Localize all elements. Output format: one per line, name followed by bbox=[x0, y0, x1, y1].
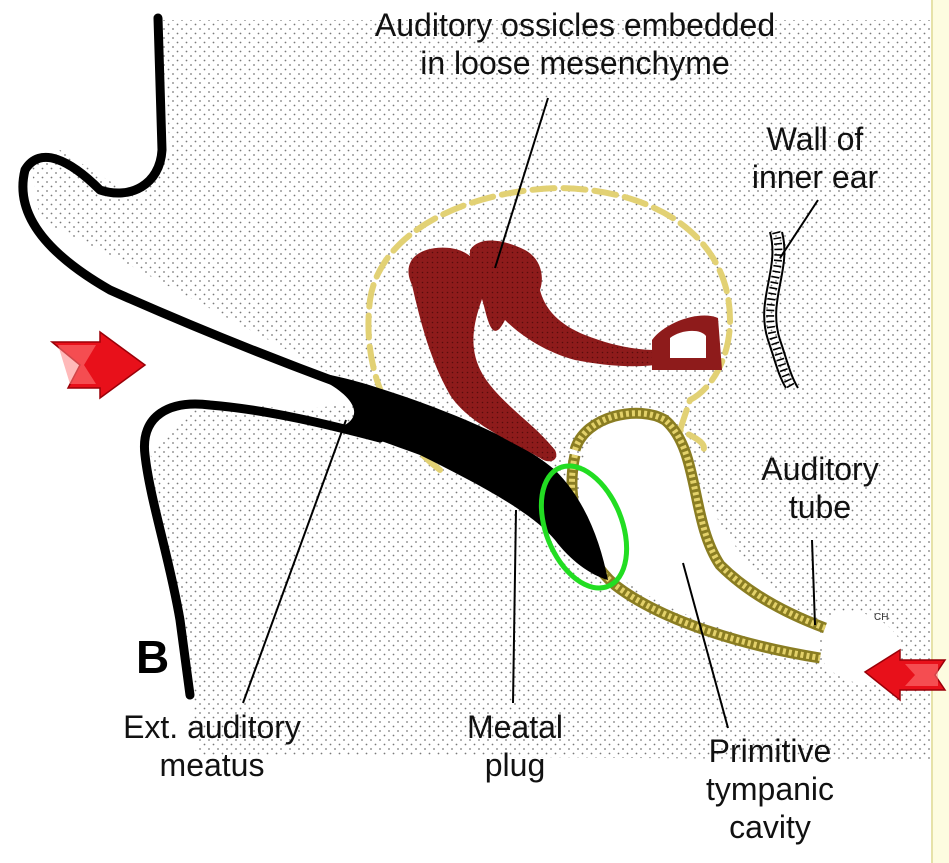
panel-letter: B bbox=[136, 630, 169, 684]
label-auditory-tube: Auditory tube bbox=[720, 450, 920, 526]
label-wall-line1: Wall of bbox=[715, 120, 915, 158]
label-ossicles-line1: Auditory ossicles embedded bbox=[285, 6, 865, 44]
label-tube-line2: tube bbox=[720, 488, 920, 526]
label-plug-line1: Meatal bbox=[430, 708, 600, 746]
label-cavity-line1: Primitive bbox=[670, 732, 870, 770]
side-panel bbox=[932, 0, 949, 863]
label-cavity-line2: tympanic bbox=[670, 770, 870, 808]
label-meatus-line2: meatus bbox=[72, 746, 352, 784]
label-cavity-line3: cavity bbox=[670, 808, 870, 846]
corner-mark: CH bbox=[874, 612, 888, 623]
label-ext-auditory-meatus: Ext. auditory meatus bbox=[72, 708, 352, 784]
label-ossicles: Auditory ossicles embedded in loose mese… bbox=[285, 6, 865, 82]
label-plug-line2: plug bbox=[430, 746, 600, 784]
label-tube-line1: Auditory bbox=[720, 450, 920, 488]
label-inner-ear-wall: Wall of inner ear bbox=[715, 120, 915, 196]
label-primitive-tympanic-cavity: Primitive tympanic cavity bbox=[670, 732, 870, 846]
label-meatus-line1: Ext. auditory bbox=[72, 708, 352, 746]
arrow-right-icon bbox=[52, 332, 145, 398]
label-meatal-plug: Meatal plug bbox=[430, 708, 600, 784]
label-ossicles-line2: in loose mesenchyme bbox=[285, 44, 865, 82]
label-wall-line2: inner ear bbox=[715, 158, 915, 196]
